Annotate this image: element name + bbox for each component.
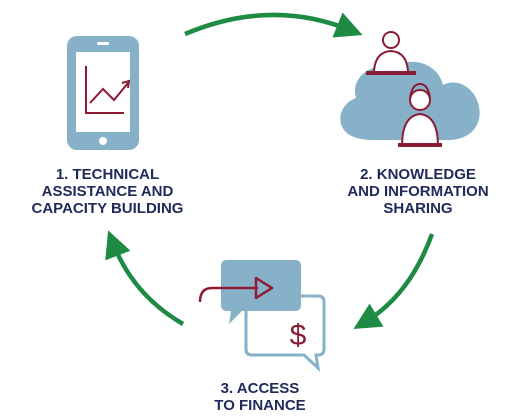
step-1-label: 1. TECHNICAL ASSISTANCE AND CAPACITY BUI… bbox=[5, 166, 210, 217]
step-3-line-2: TO FINANCE bbox=[214, 397, 306, 414]
cloud-people-icon bbox=[340, 31, 480, 147]
step-1-line-1: 1. TECHNICAL bbox=[55, 166, 160, 183]
dollar-sign: $ bbox=[290, 319, 307, 352]
step-2-line-2: AND INFORMATION bbox=[347, 183, 489, 200]
step-3-label: 3. ACCESS TO FINANCE bbox=[190, 380, 330, 414]
step-3-line-1: 3. ACCESS bbox=[220, 380, 300, 397]
tablet-chart-icon bbox=[67, 36, 139, 150]
cycle-arrow-1-to-2 bbox=[184, 12, 363, 38]
chat-dollar-icon: $ bbox=[198, 260, 326, 373]
step-2-label: 2. KNOWLEDGE AND INFORMATION SHARING bbox=[318, 166, 518, 217]
step-2-line-3: SHARING bbox=[383, 200, 453, 217]
step-2-line-1: 2. KNOWLEDGE bbox=[360, 166, 476, 183]
step-1-line-2: ASSISTANCE AND bbox=[41, 183, 174, 200]
step-1-line-3: CAPACITY BUILDING bbox=[31, 200, 184, 217]
cycle-arrow-3-to-1 bbox=[105, 230, 185, 326]
cycle-arrow-2-to-3 bbox=[353, 233, 435, 329]
